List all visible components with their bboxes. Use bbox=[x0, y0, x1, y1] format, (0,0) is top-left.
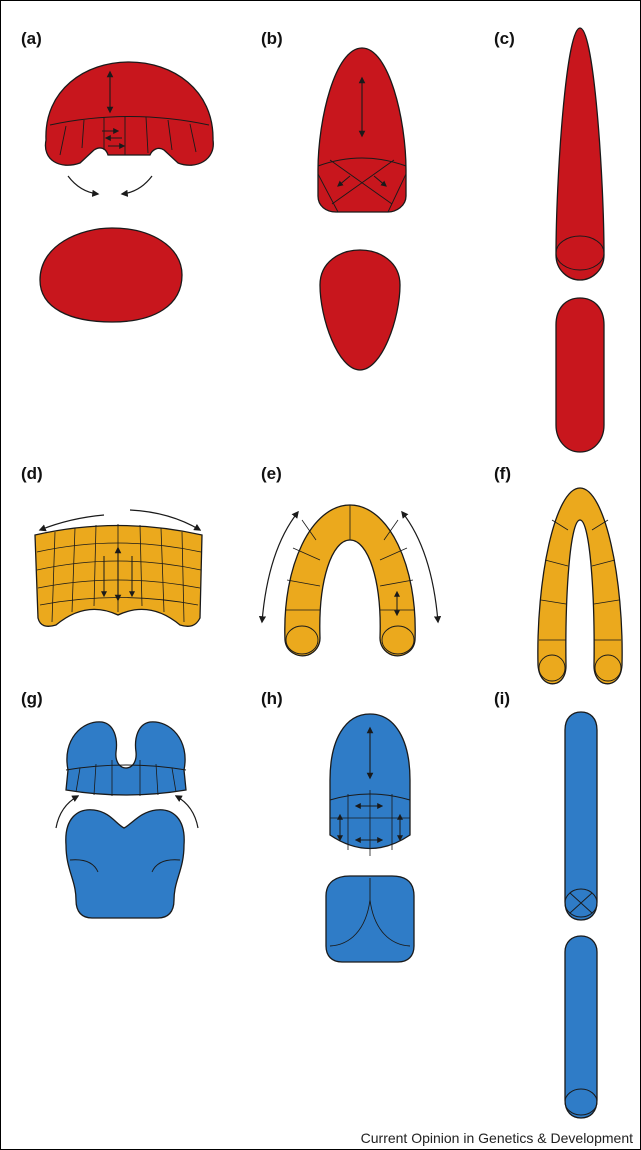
panel-i-long-tube bbox=[565, 712, 597, 920]
panel-h-elongated-shape bbox=[330, 714, 410, 856]
panel-a-closing-arrows bbox=[68, 176, 152, 194]
panel-e-arch bbox=[285, 505, 415, 656]
panel-a-sphere-shape bbox=[40, 228, 182, 322]
panel-d-cell-sheet bbox=[35, 524, 202, 626]
figure-caption: Current Opinion in Genetics & Developmen… bbox=[361, 1130, 633, 1146]
panel-b-egg-shape bbox=[320, 250, 400, 370]
panel-c-long-tube bbox=[556, 28, 604, 280]
panel-i-short-tube bbox=[565, 936, 597, 1118]
panel-g-folded-top bbox=[66, 722, 186, 796]
panel-c-short-tube bbox=[556, 298, 604, 452]
panel-b-elongated-shape bbox=[318, 48, 406, 212]
panel-h-rounded-block bbox=[326, 876, 414, 962]
panel-f-narrow-arch bbox=[538, 488, 622, 684]
panel-g-base-shape bbox=[66, 810, 184, 918]
panel-a-dome-shape bbox=[45, 62, 213, 165]
